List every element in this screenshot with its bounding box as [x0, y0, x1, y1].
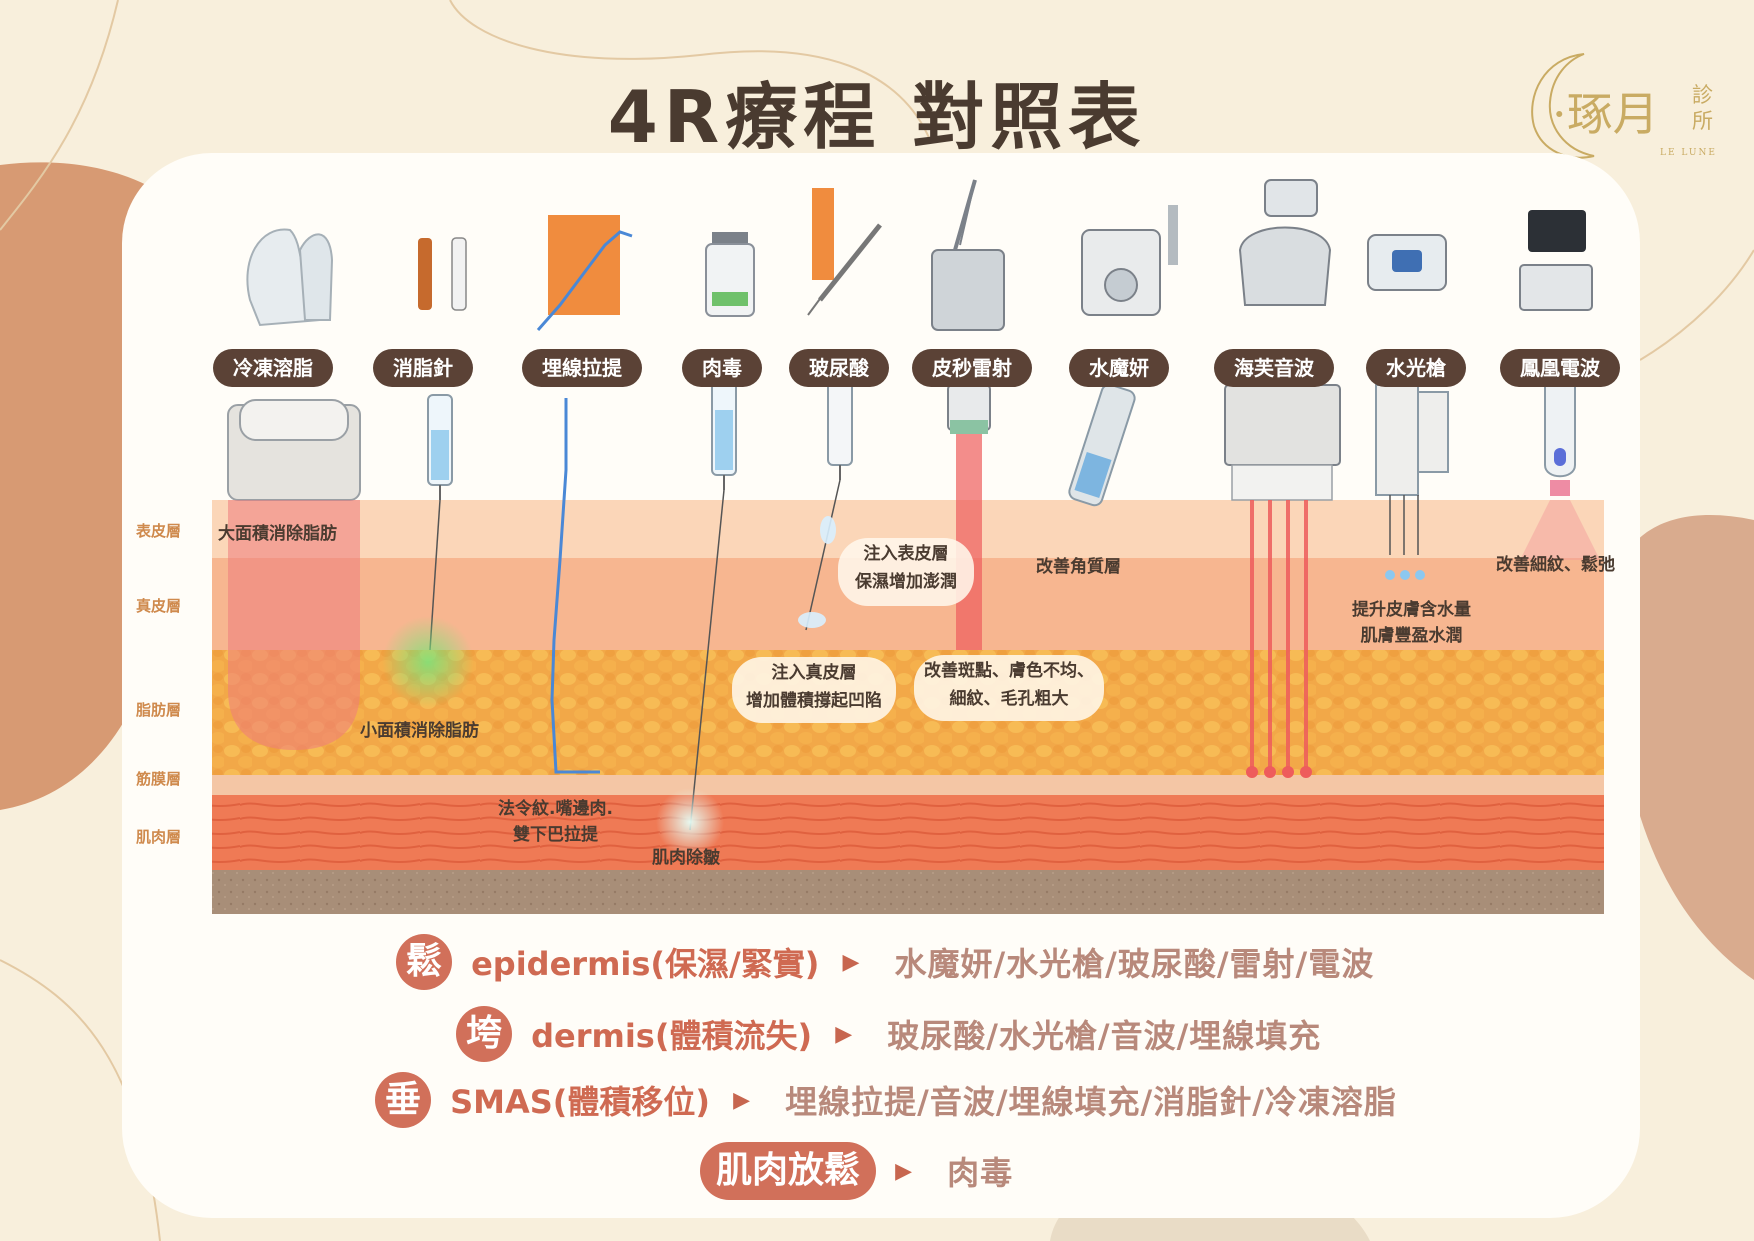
legend-row-muscle: 肌肉放鬆 ▶ 肉毒 — [700, 1142, 1014, 1200]
filler-droplet-epidermis — [820, 516, 836, 544]
clinic-logo: ·琢月 診所 LE LUNE — [1524, 46, 1734, 164]
play-arrow-icon: ▶ — [842, 949, 860, 975]
note-thread-line-1: 法令紋.嘴邊肉. — [498, 799, 613, 819]
note-water-gun-line-2: 肌膚豐盈水潤 — [1360, 626, 1463, 646]
note-filler-dermis-line-2: 增加體積撐起凹陷 — [746, 691, 882, 711]
device-label-thread-lift: 埋線拉提 — [522, 349, 642, 387]
legend-badge: 肌肉放鬆 — [700, 1142, 877, 1200]
page-title: 4R療程 對照表 — [607, 75, 1147, 159]
layer-label-muscle: 肌肉層 — [136, 828, 182, 846]
fat-injection-syringe — [427, 394, 453, 651]
note-cryolipolysis: 大面積消除脂肪 — [218, 524, 337, 544]
hydrafacial-machine-icon — [1081, 205, 1178, 316]
crescent-moon-icon — [1531, 53, 1595, 159]
note-water-gun-line-1: 提升皮膚含水量 — [1352, 600, 1471, 620]
device-label-rf: 鳳凰電波 — [1500, 349, 1620, 387]
device-label-cryolipolysis: 冷凍溶脂 — [213, 349, 333, 387]
note-thread-lift: 法令紋.嘴邊肉. 雙下巴拉提 — [498, 796, 613, 848]
note-water-gun: 提升皮膚含水量 肌膚豐盈水潤 — [1352, 597, 1471, 649]
cryolipolysis-device-icon — [227, 228, 361, 501]
curve-line-3 — [1639, 249, 1754, 361]
botox-vial-icon — [705, 232, 755, 317]
note-pico-laser-line-1: 改善斑點、膚色不均、 — [924, 661, 1094, 681]
bone-layer — [212, 870, 1604, 914]
layer-label-epidermis: 表皮層 — [136, 522, 182, 540]
fat-dissolve-glow — [382, 616, 474, 708]
legend-badge: 垮 — [456, 1006, 512, 1062]
note-filler-epidermis-line-2: 保濕增加澎潤 — [855, 572, 957, 592]
filler-droplet-dermis — [798, 612, 826, 628]
note-pico-laser-line-2: 細紋、毛孔粗大 — [949, 689, 1069, 709]
note-botox: 肌肉除皺 — [652, 848, 720, 868]
fascia-layer — [212, 775, 1604, 795]
device-label-hifu: 海芙音波 — [1214, 349, 1334, 387]
legend-row-epidermis: 鬆 epidermis(保濕/緊實) ▶ 水魔妍/水光槍/玻尿酸/雷射/電波 — [396, 934, 1374, 990]
muscle-layer — [212, 795, 1604, 870]
ampoule-icon — [418, 237, 467, 311]
play-arrow-icon: ▶ — [835, 1021, 853, 1047]
note-hydrafacial: 改善角質層 — [1036, 557, 1121, 577]
rf-treatment-glow — [1520, 500, 1600, 560]
note-filler-epidermis-line-1: 注入表皮層 — [863, 544, 949, 564]
note-filler-epidermis: 注入表皮層 保濕增加澎潤 — [838, 538, 974, 606]
device-label-hydrafacial: 水魔妍 — [1069, 349, 1169, 387]
rf-handpiece — [1520, 384, 1600, 560]
muscle-glow — [656, 788, 724, 856]
curve-line-1 — [449, 0, 931, 141]
water-light-gun-icon — [1367, 234, 1447, 291]
logo-sub-text: 診所 — [1692, 83, 1713, 133]
device-label-hyaluronic-acid: 玻尿酸 — [789, 349, 889, 387]
device-label-water-gun: 水光槍 — [1366, 349, 1466, 387]
note-filler-dermis: 注入真皮層 增加體積撐起凹陷 — [732, 657, 896, 723]
botox-syringe — [689, 374, 737, 831]
device-label-botox: 肉毒 — [682, 349, 762, 387]
logo-main-text: ·琢月 — [1552, 87, 1659, 141]
note-pico-laser: 改善斑點、膚色不均、 細紋、毛孔粗大 — [914, 655, 1104, 721]
filler-syringe — [805, 374, 853, 631]
layer-label-fascia: 筋膜層 — [136, 770, 182, 788]
curve-line-2 — [0, 0, 119, 231]
play-arrow-icon: ▶ — [733, 1087, 751, 1113]
device-label-fat-injection: 消脂針 — [373, 349, 473, 387]
layer-label-dermis: 真皮層 — [136, 597, 182, 615]
note-fat-injection: 小面積消除脂肪 — [360, 721, 479, 741]
legend-term: epidermis(保濕/緊實) — [471, 945, 820, 983]
legend-badge: 鬆 — [396, 934, 452, 990]
logo-english-text: LE LUNE — [1660, 148, 1717, 158]
legend-row-dermis: 垮 dermis(體積流失) ▶ 玻尿酸/水光槍/音波/埋線填充 — [456, 1006, 1321, 1062]
hifu-handpiece — [1224, 384, 1341, 778]
legend-row-smas: 垂 SMAS(體積移位) ▶ 埋線拉提/音波/埋線填充/消脂針/冷凍溶脂 — [375, 1072, 1397, 1128]
rf-machine-icon — [1519, 210, 1593, 311]
legend-treatments: 埋線拉提/音波/埋線填充/消脂針/冷凍溶脂 — [785, 1083, 1397, 1121]
play-arrow-icon: ▶ — [895, 1158, 913, 1184]
legend-treatments: 玻尿酸/水光槍/音波/埋線填充 — [887, 1017, 1322, 1055]
blob-right — [1608, 515, 1754, 980]
device-label-pico-laser: 皮秒雷射 — [912, 349, 1032, 387]
note-thread-line-2: 雙下巴拉提 — [512, 825, 598, 845]
cryo-treatment-area — [228, 500, 360, 750]
note-rf: 改善細紋、鬆弛 — [1496, 555, 1615, 575]
water-gun-handpiece — [1375, 384, 1449, 580]
legend-treatments: 肉毒 — [947, 1154, 1014, 1192]
note-filler-dermis-line-1: 注入真皮層 — [771, 663, 857, 683]
legend-term: SMAS(體積移位) — [450, 1083, 711, 1121]
legend-term: dermis(體積流失) — [531, 1017, 813, 1055]
syringe-icon — [807, 188, 882, 316]
layer-label-fat: 脂肪層 — [136, 701, 182, 719]
picosecond-laser-icon — [931, 179, 1005, 331]
thread-lift-thread — [550, 398, 600, 774]
hifu-machine-icon — [1238, 179, 1332, 306]
thread-lift-box-icon — [536, 215, 633, 331]
hydrafacial-handpiece — [1068, 383, 1136, 507]
legend-badge: 垂 — [375, 1072, 431, 1128]
legend-treatments: 水魔妍/水光槍/玻尿酸/雷射/電波 — [894, 945, 1375, 983]
